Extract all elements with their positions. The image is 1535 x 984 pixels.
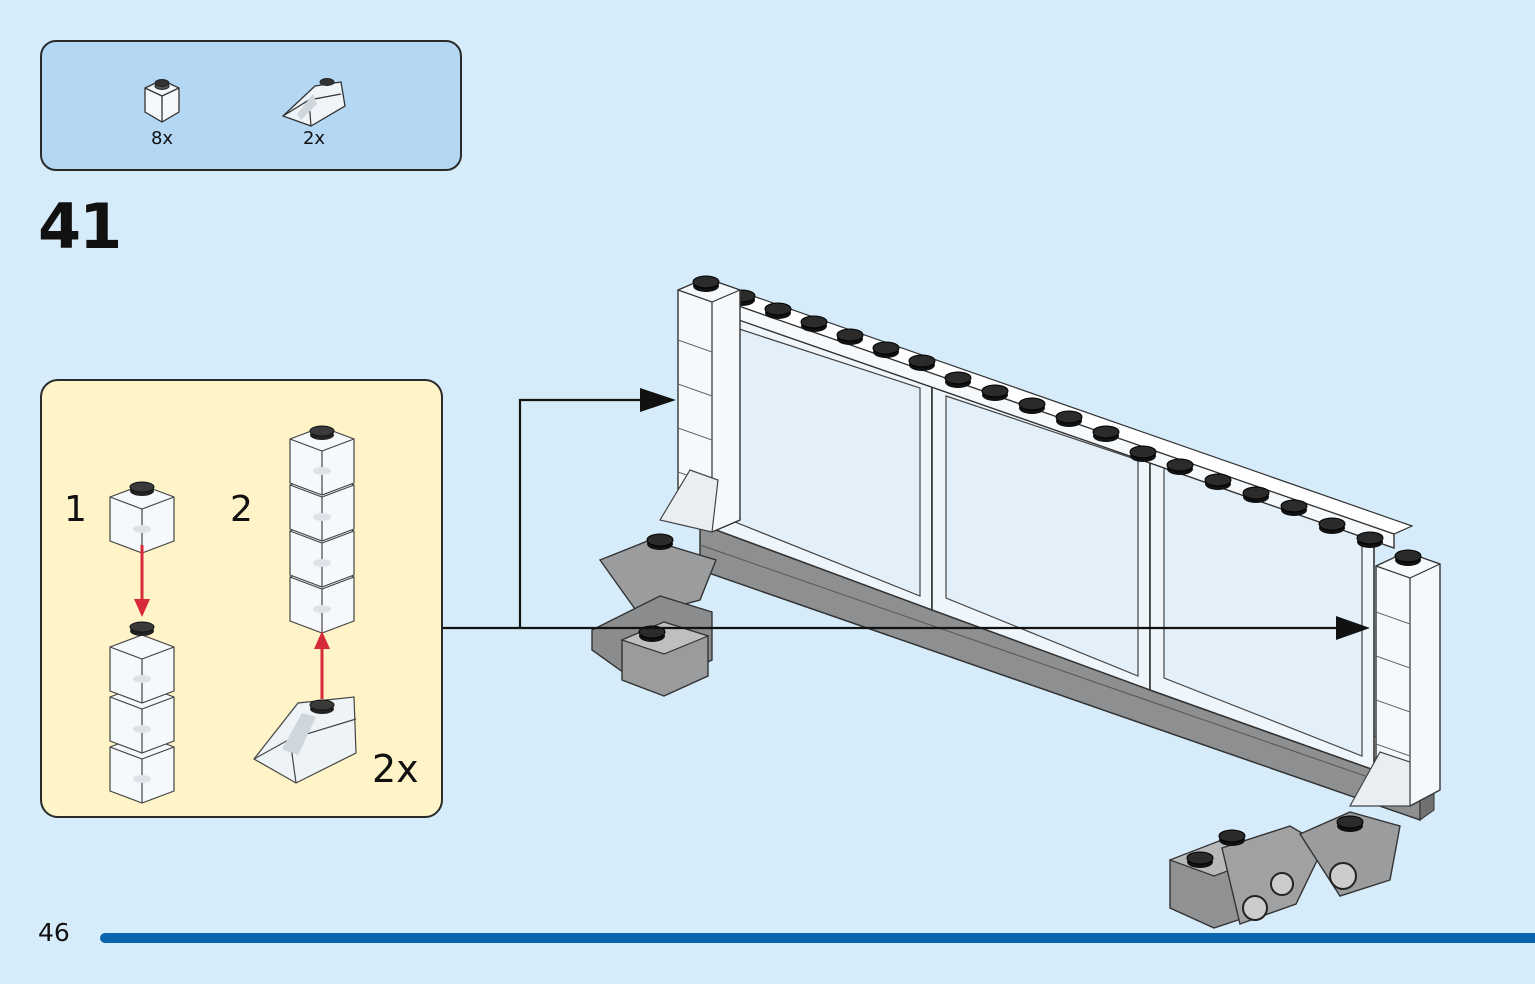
sub-step-1-label: 1 — [64, 489, 87, 530]
right-pillar — [1348, 549, 1441, 807]
callout-connector — [443, 388, 1370, 640]
brick-stack-4 — [289, 425, 355, 634]
page-footer-bar — [100, 933, 1535, 943]
transparent-slope — [253, 696, 357, 784]
part-quantity: 8x — [150, 128, 174, 149]
sub-step-2-label: 2 — [230, 489, 253, 530]
parts-list-box: 8x 2x — [40, 40, 462, 171]
right-gray-hinge — [1168, 811, 1401, 929]
part-item: 8x — [122, 72, 202, 149]
left-pillar — [659, 275, 741, 533]
page-number: 46 — [38, 918, 70, 947]
sub-assembly-illustration — [109, 425, 357, 804]
window-frames — [715, 308, 1375, 772]
transparent-slope-icon — [281, 78, 346, 127]
transparent-brick-1x1-icon — [144, 79, 180, 123]
sub-assembly-callout: 1 2 2x — [40, 379, 443, 818]
sub-assembly-multiplier: 2x — [372, 747, 419, 791]
step-number: 41 — [38, 190, 122, 263]
part-item: 2x — [274, 72, 354, 149]
brick-stack-3 — [109, 621, 175, 804]
left-gray-hinge — [591, 533, 717, 697]
single-brick — [109, 481, 175, 554]
part-quantity: 2x — [302, 128, 326, 149]
